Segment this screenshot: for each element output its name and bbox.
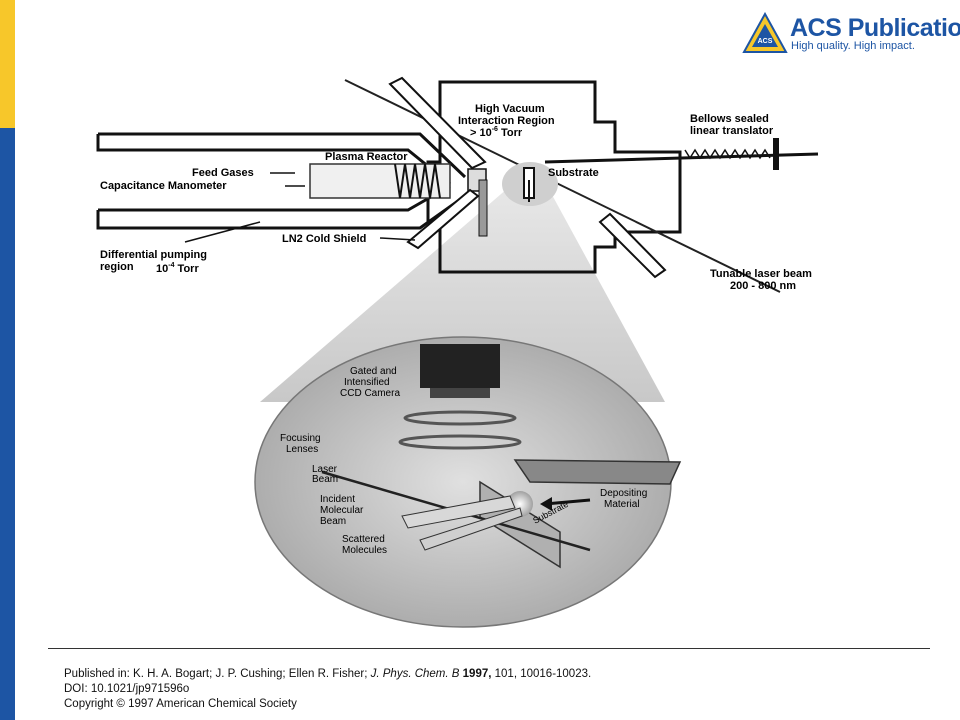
ccd-camera-lens bbox=[430, 388, 490, 398]
label-laser-beam-1: Tunable laser beam bbox=[710, 268, 812, 280]
citation-year: 1997, bbox=[459, 668, 492, 680]
laser-exit-arm bbox=[598, 212, 667, 279]
laser-beam-line bbox=[344, 79, 781, 293]
depositing-arrowhead bbox=[540, 497, 552, 511]
depositing-source bbox=[513, 459, 682, 485]
scattered-molecules-beam bbox=[419, 507, 523, 551]
plasma-coil bbox=[394, 163, 441, 199]
label-scattered-2: Molecules bbox=[342, 545, 387, 556]
brand-name: ACS Publications bbox=[790, 14, 960, 42]
label-high-vacuum-1: High Vacuum bbox=[475, 103, 545, 115]
label-depositing-2: Material bbox=[604, 499, 640, 510]
label-incident-1: Incident bbox=[320, 494, 355, 505]
depositing-arrow bbox=[544, 498, 591, 506]
citation-authors: Published in: K. H. A. Bogart; J. P. Cus… bbox=[64, 668, 371, 680]
label-feed-gases: Feed Gases bbox=[192, 167, 254, 179]
incident-molecular-beam bbox=[401, 495, 516, 529]
acs-badge-icon: ACS bbox=[742, 12, 788, 53]
label-high-vacuum-2: Interaction Region bbox=[458, 115, 555, 127]
label-depositing-1: Depositing bbox=[600, 488, 647, 499]
label-diff-pumping-2: region bbox=[100, 261, 134, 273]
label-high-vacuum-pressure: > 10-6 Torr bbox=[470, 126, 523, 139]
citation-footer: Published in: K. H. A. Bogart; J. P. Cus… bbox=[64, 667, 591, 712]
label-substrate: Substrate bbox=[548, 167, 599, 179]
diff-pumping-pressure-exp: -4 bbox=[168, 262, 174, 269]
label-plasma-reactor: Plasma Reactor bbox=[325, 151, 408, 163]
label-incident-3: Beam bbox=[320, 516, 346, 527]
label-camera-3: CCD Camera bbox=[340, 388, 400, 399]
bellows bbox=[684, 148, 771, 160]
high-vacuum-pressure-unit: Torr bbox=[498, 127, 523, 139]
label-diff-pumping-pressure: 10-4 Torr bbox=[156, 262, 199, 275]
label-camera-1: Gated and bbox=[350, 366, 397, 377]
translator-rod bbox=[544, 152, 819, 164]
citation-volume: 101, 10016-10023. bbox=[491, 668, 592, 680]
arrow-ln2 bbox=[379, 237, 416, 241]
footer-divider bbox=[48, 648, 930, 649]
main-chamber bbox=[426, 80, 682, 274]
label-bellows-1: Bellows sealed bbox=[690, 113, 769, 125]
label-capacitance-manometer: Capacitance Manometer bbox=[100, 180, 227, 192]
high-vacuum-pressure-exp: -6 bbox=[492, 126, 498, 133]
ccd-camera-body bbox=[420, 344, 500, 388]
acs-publications-logo: ACS ACS Publications High quality. High … bbox=[742, 12, 960, 56]
label-camera-2: Intensified bbox=[344, 377, 390, 388]
citation-published: Published in: K. H. A. Bogart; J. P. Cus… bbox=[64, 667, 591, 682]
arrow-diff-pumping bbox=[184, 221, 261, 243]
label-ln2-cold-shield: LN2 Cold Shield bbox=[282, 233, 366, 245]
brand-tagline: High quality. High impact. bbox=[791, 40, 915, 52]
ln2-cold-shield-arm bbox=[406, 188, 480, 250]
label-lenses-2: Lenses bbox=[286, 444, 318, 455]
cold-shield-pipe bbox=[478, 179, 488, 237]
focusing-lens-2 bbox=[398, 434, 522, 450]
citation-copyright: Copyright © 1997 American Chemical Socie… bbox=[64, 698, 297, 710]
label-inset-laser-2: Beam bbox=[312, 474, 338, 485]
label-scattered-1: Scattered bbox=[342, 534, 385, 545]
label-laser-beam-2: 200 - 800 nm bbox=[730, 280, 796, 292]
projection-cone bbox=[260, 182, 665, 402]
citation-doi: DOI: 10.1021/jp971596o bbox=[64, 683, 190, 695]
apparatus-diagram: High Vacuum Interaction Region > 10-6 To… bbox=[96, 76, 819, 628]
label-diff-pumping-1: Differential pumping bbox=[100, 249, 207, 261]
focusing-lens-1 bbox=[403, 410, 517, 426]
plasma-reactor-housing bbox=[96, 132, 467, 230]
sidebar-accent-blue bbox=[0, 128, 15, 720]
diff-pumping-pressure-base: 10 bbox=[156, 263, 168, 275]
sidebar-accent-yellow bbox=[0, 0, 15, 128]
diff-pumping-pressure-unit: Torr bbox=[174, 263, 199, 275]
bellows-flange bbox=[773, 138, 779, 170]
label-incident-2: Molecular bbox=[320, 505, 364, 516]
label-lenses-1: Focusing bbox=[280, 433, 321, 444]
label-bellows-2: linear translator bbox=[690, 125, 774, 137]
laser-entrance-arm bbox=[388, 76, 487, 170]
citation-journal: J. Phys. Chem. B bbox=[370, 668, 460, 680]
high-vacuum-pressure-base: > 10 bbox=[470, 127, 492, 139]
label-inset-laser-1: Laser bbox=[312, 464, 338, 475]
acs-badge-text: ACS bbox=[758, 38, 773, 45]
